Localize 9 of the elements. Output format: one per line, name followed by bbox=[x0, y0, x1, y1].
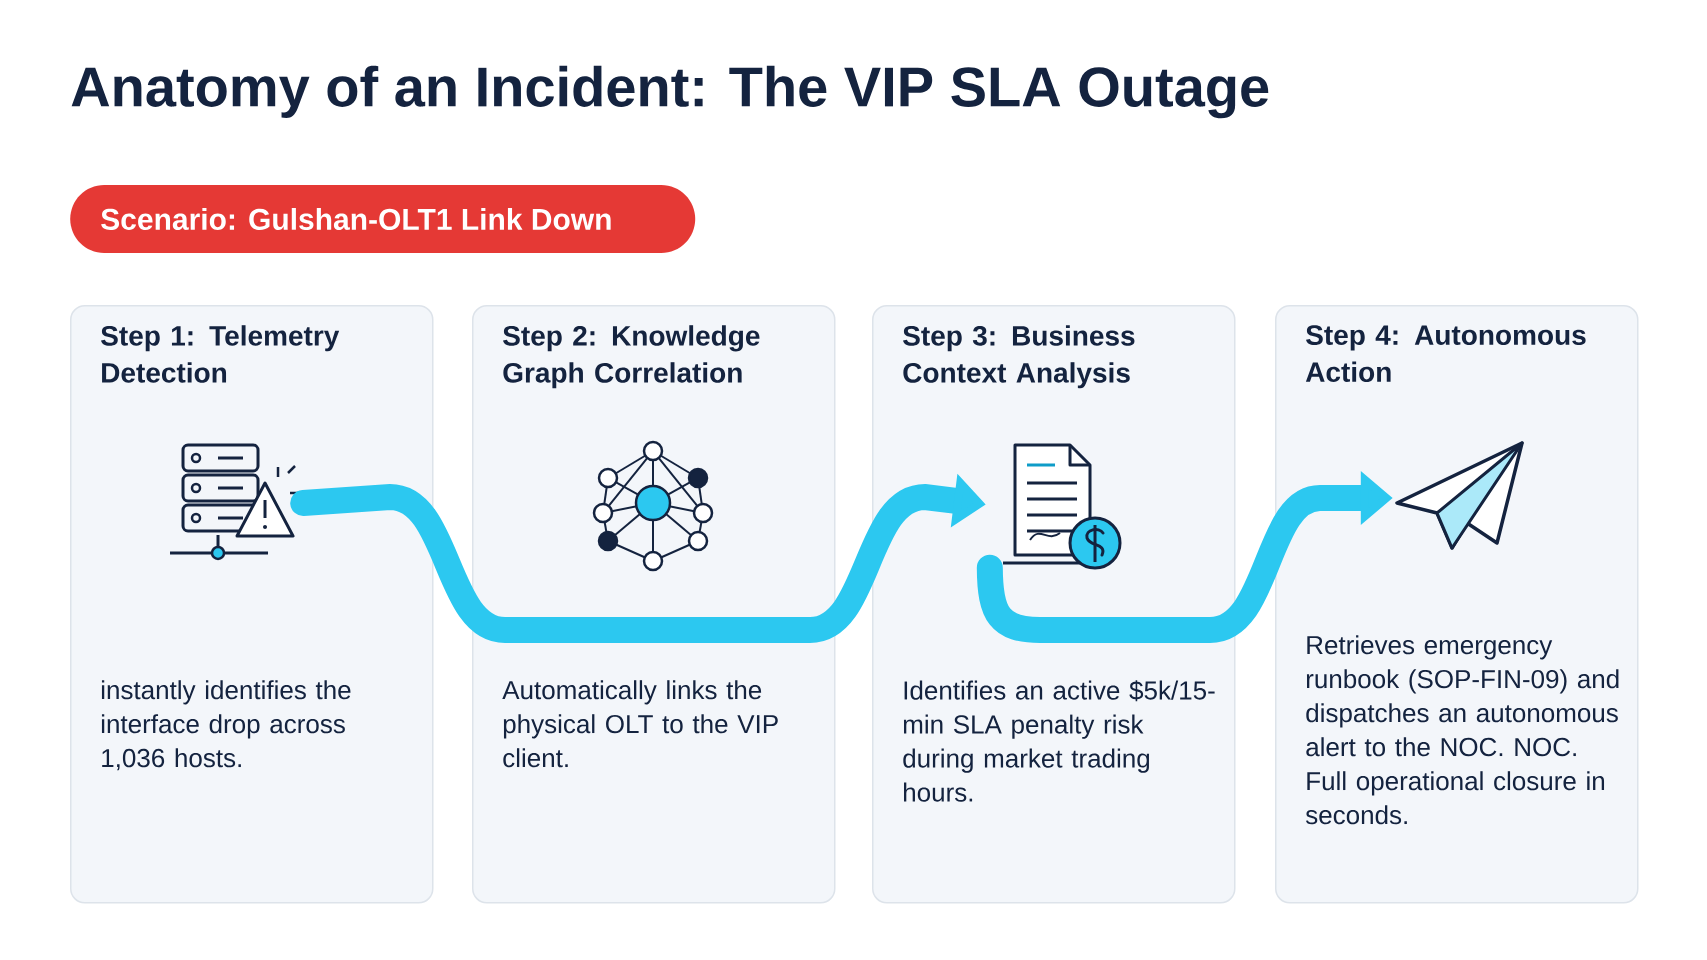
scenario-pill: Scenario: Gulshan-OLT1 Link Down bbox=[70, 185, 696, 253]
graph-icon bbox=[592, 440, 714, 572]
step-card: Step 1: Telemetry Detection instantly identifies the interface drop across 1,036 hosts. bbox=[70, 305, 434, 904]
step-card: Step 3: Business Context Analysis Identifies an active $5k/15-min SLA penalty risk during market trading hours. bbox=[872, 305, 1236, 904]
plane-icon bbox=[1395, 441, 1524, 550]
step-card: Step 4: Autonomous Action Retrieves emergency runbook (SOP-FIN-09) and dispatches an autonomous alert to the NOC. NOC. Full operational closure in seconds. bbox=[1275, 305, 1639, 904]
step-card: Step 2: Knowledge Graph Correlation Automatically links the physical OLT to the VIP client. bbox=[472, 305, 836, 904]
title: Anatomy of an Incident: The VIP SLA Outage bbox=[71, 65, 1269, 119]
document-icon bbox=[1003, 443, 1122, 570]
